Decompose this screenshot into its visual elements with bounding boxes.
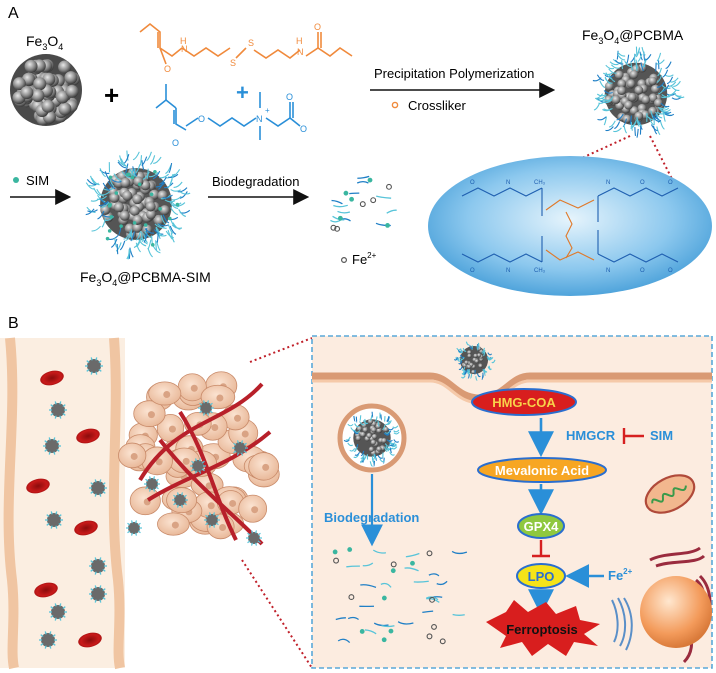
svg-text:N: N [606,180,610,186]
svg-text:+: + [265,106,270,115]
polymer-network-ellipse [428,156,712,296]
golgi-apparatus [611,597,633,651]
polymer-network-structure [461,187,679,263]
zoom-line [249,337,313,363]
fe3o4-pcbma-label: Fe3O4@PCBMA [582,27,684,46]
hmg-coa-label: HMG-COA [492,395,556,410]
fe3o4-nanoparticle [10,54,82,126]
mitochondrion [644,474,696,514]
polymer-network-text: O N CH₃ N O O O N CH₃ N O O [470,180,673,274]
fe2-label-b: Fe2+ [608,567,633,583]
svg-text:O: O [668,268,673,274]
svg-text:O: O [164,64,171,74]
zoom-line [241,559,313,669]
fe2-dot-icon [341,257,348,264]
svg-text:H: H [180,36,187,46]
sim-dot-icon [13,177,19,183]
svg-text:O: O [172,138,179,148]
biodegradation-label-a: Biodegradation [212,174,299,189]
svg-text:O: O [314,22,321,32]
entering-nanoparticle [453,341,496,381]
blood-vessel [0,337,125,670]
lpo-node [516,563,566,589]
svg-text:N: N [606,268,610,274]
panel-b-letter: B [8,315,19,332]
svg-text:O: O [286,92,293,102]
svg-text:H: H [296,36,303,46]
svg-text:CH₃: CH₃ [534,180,546,186]
degraded-fragments-b [332,547,468,645]
fe3o4-pcbma-nanoparticle [592,46,685,138]
mevalonic-acid-node [477,457,607,483]
svg-text:O: O [470,180,475,186]
fe3o4-label: Fe3O4 [26,33,63,52]
svg-text:O: O [640,180,645,186]
svg-text:S: S [230,58,236,68]
svg-text:O: O [198,114,205,124]
cbma-monomer-structure: O O N + O O [155,84,307,148]
hmgcr-label: HMGCR [566,428,616,443]
svg-text:CH₃: CH₃ [534,268,546,274]
lpo-label: LPO [528,569,555,584]
svg-text:O: O [300,124,307,134]
red-blood-cells [26,357,107,649]
ferroptosis-label: Ferroptosis [506,622,578,637]
precipitation-label: Precipitation Polymerization [374,66,534,81]
crossliker-label: Crossliker [408,98,466,113]
tumor-cluster [118,371,280,546]
panel-a-letter: A [8,5,19,22]
hmg-coa-node [471,388,577,416]
svg-text:O: O [470,268,475,274]
nucleus [640,576,712,648]
plus-sign-blue: + [236,80,249,105]
svg-text:N: N [297,47,304,57]
svg-text:N: N [181,44,188,54]
sim-label-b: SIM [650,428,673,443]
fe2-label-a: Fe2+ [352,251,377,267]
degraded-fragments-a [330,175,397,232]
sim-label: SIM [26,173,49,188]
gpx4-label: GPX4 [524,519,559,534]
fe3o4-pcbma-sim-label: Fe3O4@PCBMA-SIM [80,269,211,288]
endosome-nanoparticle [343,411,400,467]
svg-text:N: N [256,114,263,124]
mevalonic-label: Mevalonic Acid [495,463,589,478]
crossliker-dot [391,101,399,109]
svg-text:N: N [506,180,510,186]
crosslinker-structure: O H N S S H N O [139,22,353,74]
gpx4-node [517,513,565,539]
svg-text:O: O [668,180,673,186]
svg-text:S: S [248,38,254,48]
ferroptosis-burst [486,600,600,656]
fe3o4-pcbma-sim-nanoparticle [85,150,191,260]
svg-text:O: O [640,268,645,274]
plus-sign: + [104,80,119,110]
svg-text:N: N [506,268,510,274]
